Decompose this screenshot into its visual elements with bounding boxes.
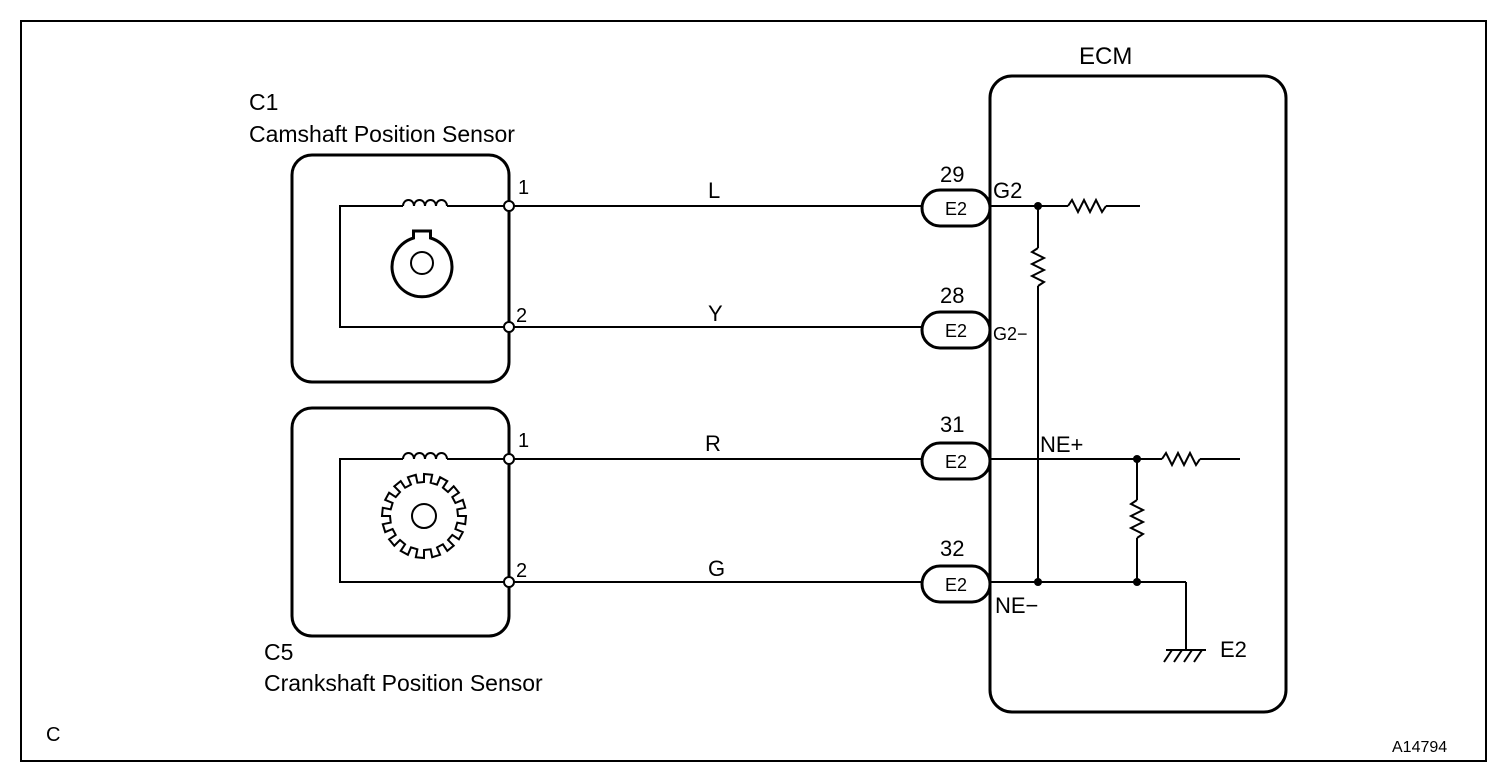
crankshaft-rotor-hub-icon xyxy=(411,503,437,529)
crankshaft-pin1-label: 1 xyxy=(518,430,529,452)
camshaft-sensor: C1 Camshaft Position Sensor 1 2 xyxy=(249,89,529,384)
junction-dot xyxy=(1034,578,1042,586)
diagram-frame xyxy=(20,20,1487,762)
connector-31: E2 31 xyxy=(920,412,992,481)
crankshaft-pin2-label: 2 xyxy=(516,560,527,582)
connector-body xyxy=(920,564,992,604)
ground-icon xyxy=(1163,649,1206,663)
connector-label: E2 xyxy=(945,321,967,341)
wire-color-code: L xyxy=(708,178,720,203)
crankshaft-sensor-box xyxy=(290,406,511,638)
crankshaft-internal-wire xyxy=(339,458,508,583)
connector-label: E2 xyxy=(945,452,967,472)
crankshaft-pin2-terminal xyxy=(503,576,515,588)
connector-label: E2 xyxy=(945,575,967,595)
ecm-terminal-label: NE− xyxy=(995,593,1038,618)
camshaft-coil-icon xyxy=(402,199,448,207)
connector-32: E2 32 xyxy=(920,536,992,604)
connector-body xyxy=(920,441,992,481)
crankshaft-sensor: C5 Crankshaft Position Sensor 1 2 xyxy=(264,406,543,696)
camshaft-internal-wire xyxy=(339,205,508,328)
connector-body xyxy=(920,188,992,228)
wire-color-code: Y xyxy=(708,301,723,326)
camshaft-pin2-label: 2 xyxy=(516,305,527,327)
camshaft-sensor-box xyxy=(290,153,511,384)
ecm-terminal-label: NE+ xyxy=(1040,432,1083,457)
resistor-icon xyxy=(1029,247,1047,287)
crankshaft-sensor-name: Crankshaft Position Sensor xyxy=(264,670,543,696)
camshaft-rotor-hub-icon xyxy=(410,251,434,275)
ecm-box xyxy=(988,74,1288,714)
wire-color-code: R xyxy=(705,431,721,456)
figure-id: A14794 xyxy=(1392,739,1447,756)
wire-color-code: G xyxy=(708,556,725,581)
camshaft-pin1-terminal xyxy=(503,200,515,212)
resistor-icon xyxy=(1128,499,1146,539)
camshaft-sensor-name: Camshaft Position Sensor xyxy=(249,121,515,147)
camshaft-pin1-label: 1 xyxy=(518,177,529,199)
ecm-pin-number: 32 xyxy=(940,536,964,561)
crankshaft-sensor-id: C5 xyxy=(264,639,293,665)
connector-28: E2 28 xyxy=(920,283,992,350)
ecm-pin-number: 28 xyxy=(940,283,964,308)
junction-dot xyxy=(1133,578,1141,586)
crankshaft-reluctor-wheel-icon xyxy=(380,472,468,560)
ecm-terminal-label: G2− xyxy=(993,324,1028,344)
connector-label: E2 xyxy=(945,199,967,219)
resistor-icon xyxy=(1161,450,1201,468)
ecm-terminal-label: G2 xyxy=(993,178,1022,203)
ground-label: E2 xyxy=(1220,637,1247,662)
ecm-pin-number: 31 xyxy=(940,412,964,437)
camshaft-pin2-terminal xyxy=(503,321,515,333)
ecm-ne-circuit xyxy=(990,450,1240,650)
ecm-pin-number: 29 xyxy=(940,162,964,187)
connector-29: E2 29 xyxy=(920,162,992,228)
camshaft-sensor-id: C1 xyxy=(249,89,278,115)
ecm-title: ECM xyxy=(1079,43,1132,70)
ecm-g2-circuit xyxy=(990,197,1140,582)
corner-letter: C xyxy=(46,724,60,746)
crankshaft-coil-icon xyxy=(402,452,448,460)
camshaft-timing-rotor-icon xyxy=(390,229,454,299)
crankshaft-pin1-terminal xyxy=(503,453,515,465)
connector-body xyxy=(920,310,992,350)
resistor-icon xyxy=(1067,197,1107,215)
